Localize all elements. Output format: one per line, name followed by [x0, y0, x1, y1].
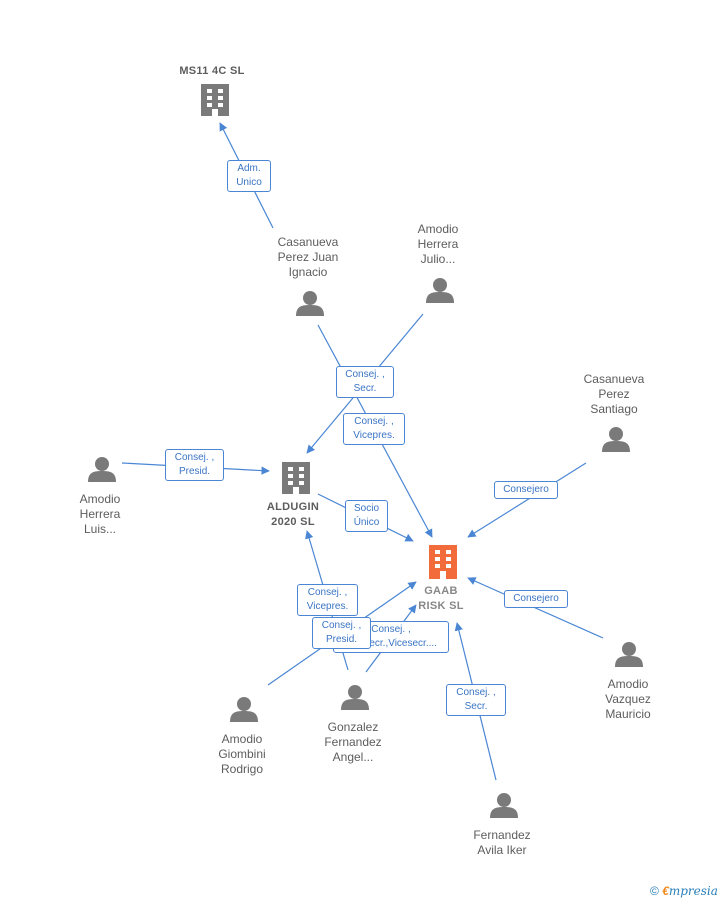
node-label-amodio-julio[interactable]: Amodio Herrera Julio... — [417, 222, 459, 266]
node-label-amodio-mauricio[interactable]: Amodio Vazquez Mauricio — [605, 677, 651, 721]
person-icon[interactable] — [615, 642, 643, 667]
node-label-casanueva-juan[interactable]: Casanueva Perez Juan Ignacio — [277, 235, 339, 279]
person-icon[interactable] — [88, 457, 116, 482]
person-icon[interactable] — [341, 685, 369, 710]
brand-name: mpresia — [668, 884, 718, 898]
node-label-amodio-luis[interactable]: Amodio Herrera Luis... — [79, 492, 121, 536]
person-icon[interactable] — [426, 278, 454, 303]
edge-label-socio-unico[interactable]: Socio Único — [345, 500, 388, 532]
building-icon[interactable] — [282, 462, 310, 494]
person-icon[interactable] — [602, 427, 630, 452]
edge-label-consejero[interactable]: Consejero — [494, 481, 558, 499]
node-label-ms11[interactable]: MS11 4C SL — [179, 65, 245, 77]
edge-label-consej-presid[interactable]: Consej. , Presid. — [165, 449, 224, 481]
edge-label-consej-secr[interactable]: Consej. , Secr. — [446, 684, 506, 716]
node-label-fernandez-iker[interactable]: Fernandez Avila Iker — [473, 828, 531, 857]
node-label-gaab[interactable]: GAAB RISK SL — [418, 585, 464, 612]
brand-logo: © €mpresia — [650, 884, 718, 898]
brand-e: € — [662, 884, 669, 898]
building-icon-main[interactable] — [429, 545, 457, 579]
node-label-aldugin[interactable]: ALDUGIN 2020 SL — [266, 501, 320, 528]
person-icon[interactable] — [490, 793, 518, 818]
building-icon[interactable] — [201, 84, 229, 116]
node-label-gonzalez-angel[interactable]: Gonzalez Fernandez Angel... — [324, 720, 382, 764]
copyright-icon: © — [650, 884, 659, 898]
edge-line-amodio-mauricio-gaab — [467, 577, 604, 639]
edge-label-consej-vicepres[interactable]: Consej. , Vicepres. — [343, 413, 405, 445]
edge-label-consej-secr[interactable]: Consej. , Secr. — [336, 366, 394, 398]
edge-label-consej-presid[interactable]: Consej. , Presid. — [312, 617, 371, 649]
edge-label-consejero[interactable]: Consejero — [504, 590, 568, 608]
person-icon[interactable] — [296, 291, 324, 316]
edge-label-adm-unico[interactable]: Adm. Unico — [227, 160, 271, 192]
node-label-casanueva-santiago[interactable]: Casanueva Perez Santiago — [583, 372, 645, 416]
edge-label-consej-vicepres[interactable]: Consej. , Vicepres. — [297, 584, 358, 616]
node-label-amodio-rodrigo[interactable]: Amodio Giombini Rodrigo — [218, 732, 266, 776]
person-icon[interactable] — [230, 697, 258, 722]
edge-line-casanueva-santiago-gaab — [467, 462, 587, 538]
